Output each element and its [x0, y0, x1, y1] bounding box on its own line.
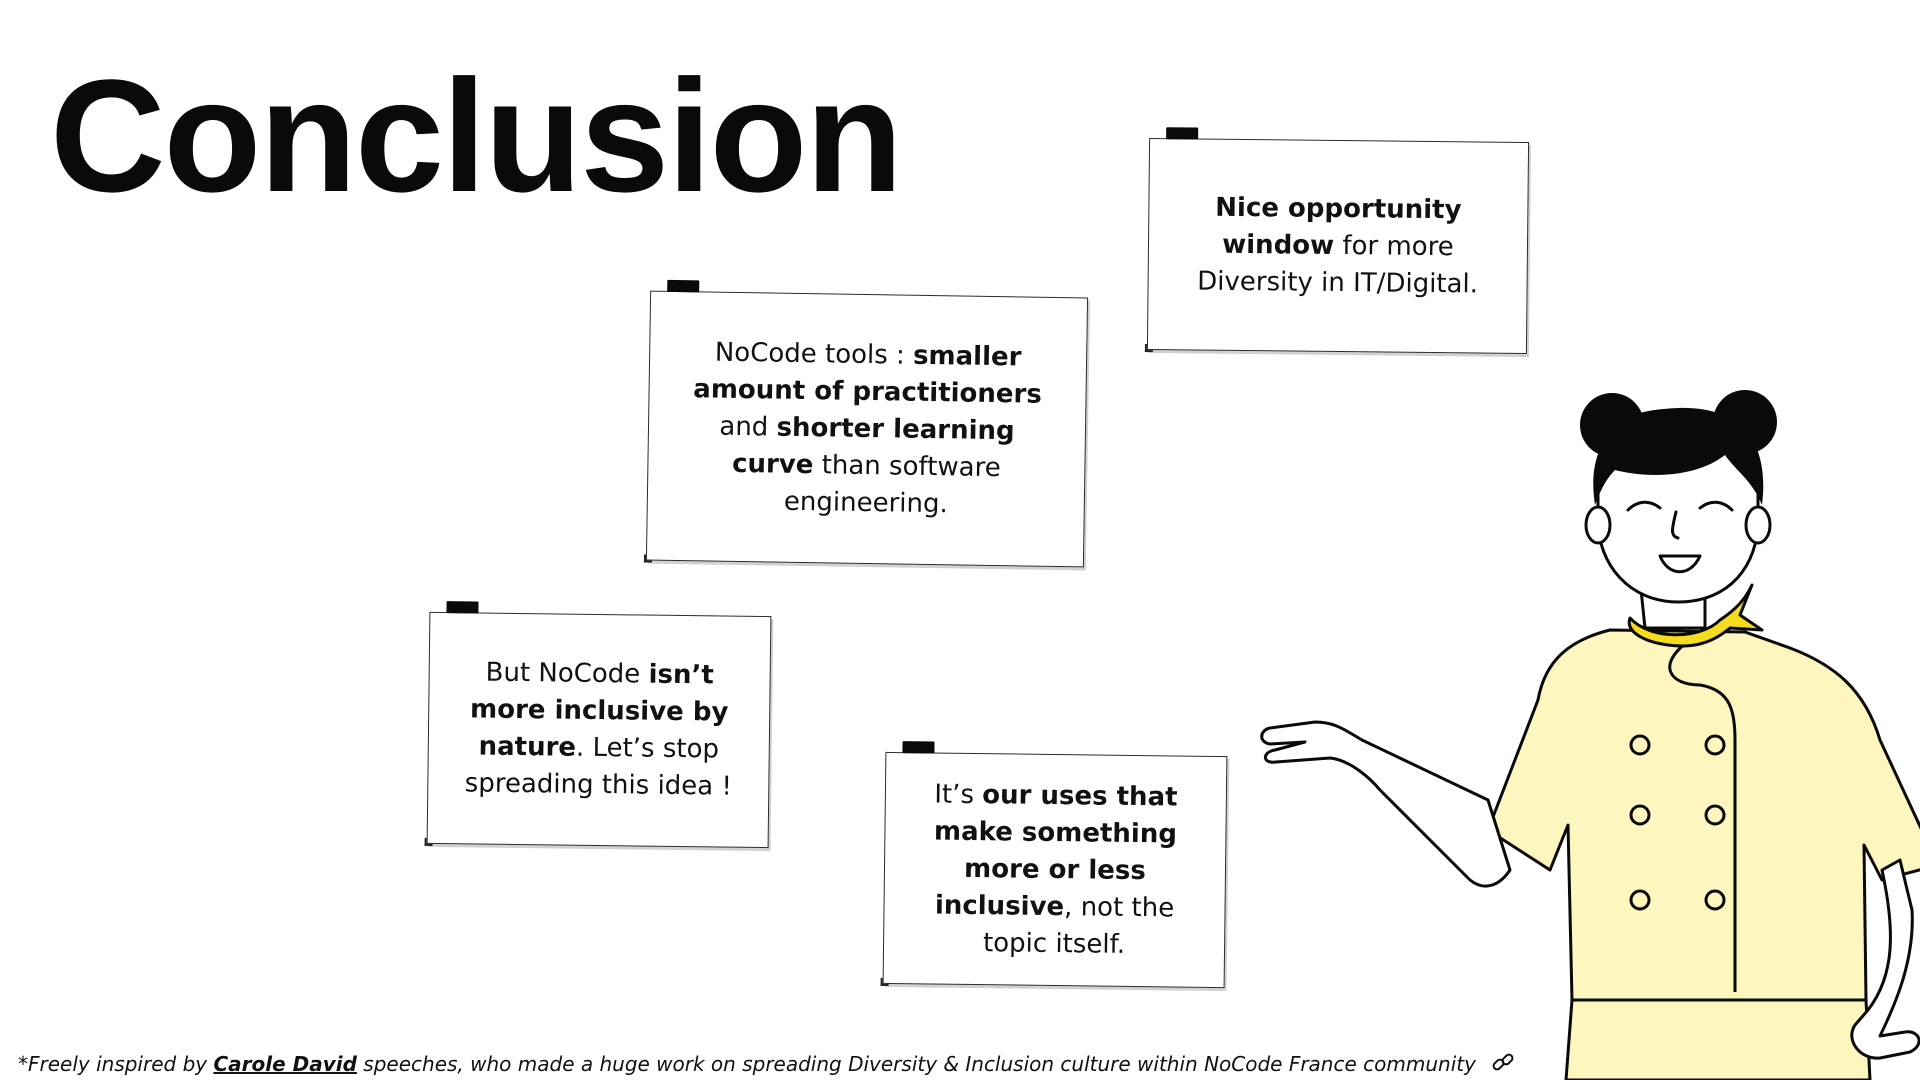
note-text-regular: and	[719, 411, 777, 443]
note-corner	[880, 977, 889, 986]
slide-title: Conclusion	[50, 46, 903, 225]
note-corner	[1144, 343, 1153, 353]
footer-suffix: speeches, who made a huge work on spread…	[356, 1052, 1476, 1076]
note-text-regular: But NoCode	[485, 657, 649, 690]
uniform-buttons	[1629, 734, 1726, 911]
tape-strip	[1166, 127, 1199, 140]
note-corner	[424, 837, 433, 846]
note-our-uses: It’s our uses that make something more o…	[880, 741, 1228, 989]
link-icon[interactable]	[1490, 1050, 1516, 1080]
footer-prefix: *Freely inspired by	[18, 1052, 214, 1076]
note-text-regular: It’s	[934, 779, 983, 810]
author-link[interactable]: Carole David	[213, 1052, 357, 1076]
note-text: It’s our uses that make something more o…	[912, 776, 1198, 964]
note-opportunity-window: Nice opportunity window for more Diversi…	[1144, 127, 1530, 354]
note-text: NoCode tools : smaller amount of practit…	[676, 334, 1059, 525]
uniform-skirt	[1564, 998, 1872, 1080]
note-not-inclusive-by-nature: But NoCode isn’t more inclusive by natur…	[424, 601, 772, 849]
tape-strip	[902, 741, 935, 754]
hair	[1593, 407, 1764, 505]
presenter-illustration	[1260, 390, 1920, 1080]
uniform-shirt	[1486, 628, 1920, 1002]
note-nocode-tools: NoCode tools : smaller amount of practit…	[643, 279, 1089, 568]
tape-strip	[446, 601, 479, 614]
note-text: But NoCode isn’t more inclusive by natur…	[456, 654, 742, 805]
footer-credit: *Freely inspired by Carole David speeche…	[18, 1050, 1516, 1080]
note-text: Nice opportunity window for more Diversi…	[1176, 189, 1499, 303]
presenting-arm	[1260, 720, 1512, 888]
note-corner	[643, 554, 653, 563]
neck-scarf	[1627, 583, 1764, 648]
note-text-regular: NoCode tools :	[714, 337, 914, 371]
tape-strip	[667, 279, 700, 293]
note-text-regular: than software engineering.	[783, 449, 1001, 519]
resting-arm	[1850, 858, 1920, 1060]
